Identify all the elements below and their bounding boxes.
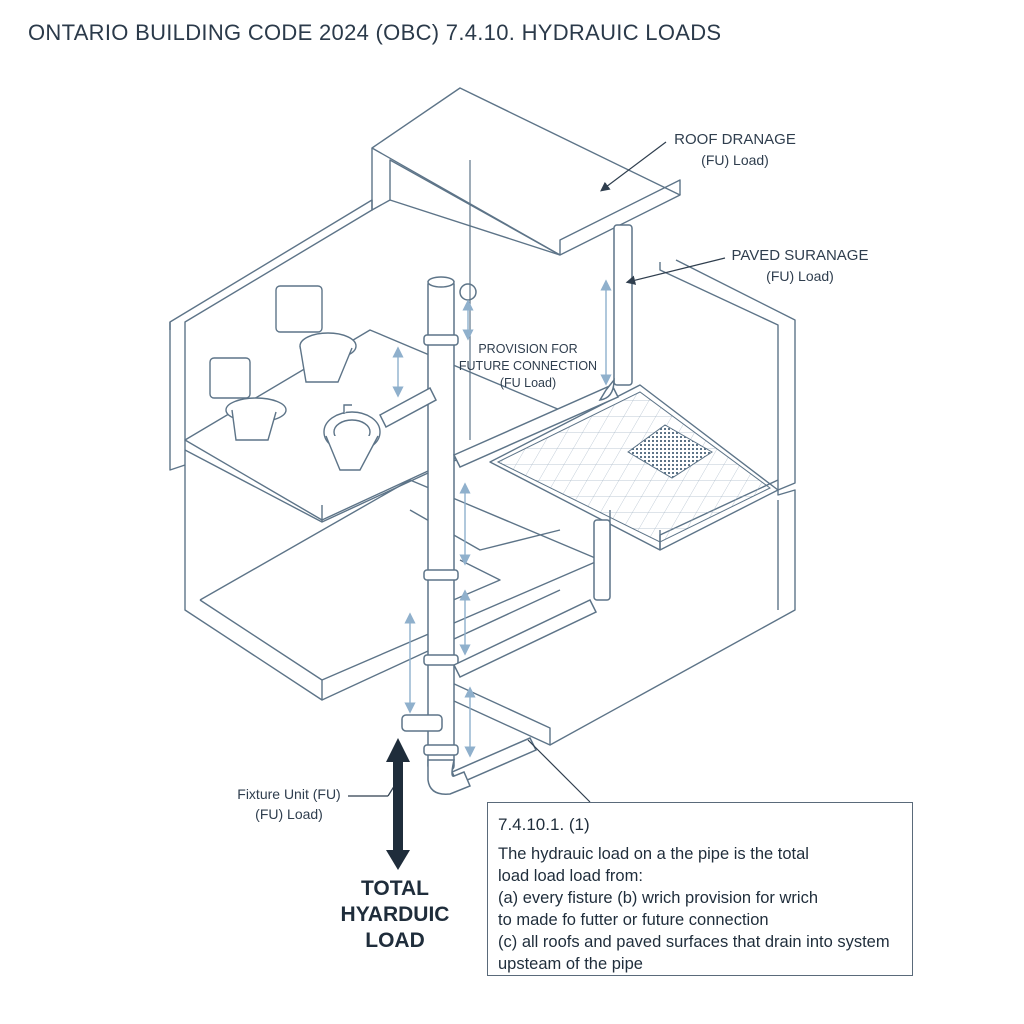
roof-downpipe: [613, 224, 633, 386]
total-line-2: HYARDUIC: [340, 903, 450, 926]
leader-codebox: [527, 739, 591, 803]
future-connection-cap: [459, 283, 477, 301]
bottom-slab: [429, 681, 551, 746]
provision-label: PROVISION FOR FUTURE CONNECTION (FU Load…: [458, 341, 598, 392]
branch-lower: [452, 599, 598, 678]
stack-fitting-4: [423, 744, 459, 756]
code-line: upsteam of the pipe: [498, 955, 643, 973]
fixture-unit-label: Fixture Unit (FU) (FU) Load): [224, 784, 354, 824]
code-line: (c) all roofs and paved surfaces that dr…: [498, 933, 890, 951]
code-line: load load load from:: [498, 867, 643, 885]
stack-fitting-3: [423, 654, 459, 666]
total-hydraulic-load-label: TOTAL HYARDUIC LOAD: [330, 876, 460, 954]
toilet-2-icon: [275, 285, 357, 383]
leader-paved: [625, 257, 726, 285]
code-section-heading: 7.4.10.1. (1): [498, 815, 590, 834]
roof-front: [559, 179, 681, 255]
roof-top: [371, 87, 681, 256]
roof-inner-line: [389, 199, 561, 256]
code-line: to made fo futter or future connection: [498, 911, 769, 929]
back-wall-outline: [169, 322, 186, 471]
total-line-3: LOAD: [365, 929, 425, 952]
code-excerpt-box: 7.4.10.1. (1) The hydrauic load on a the…: [487, 802, 913, 976]
paved-downpipe: [593, 519, 611, 601]
branch-fixture: [379, 386, 437, 429]
sink-icon: [323, 404, 381, 471]
provision-line-1: PROVISION FOR: [478, 342, 578, 356]
lower-floor: [199, 479, 601, 681]
main-stack: [427, 279, 455, 771]
total-load-arrow: [386, 738, 410, 870]
roof-drainage-title: ROOF DRANAGE: [674, 131, 796, 148]
branch-upper: [452, 384, 620, 468]
roof-drainage-sub: (FU) Load): [701, 152, 769, 168]
fixture-stub: [401, 714, 443, 732]
stack-fitting-1: [423, 334, 459, 346]
total-line-1: TOTAL: [360, 877, 430, 900]
paved-drainage-sub: (FU) Load): [766, 268, 834, 284]
toilet-1-icon: [209, 357, 287, 441]
lower-wall-left: [184, 450, 323, 701]
paved-drainage-label: PAVED SURANAGE (FU) Load): [720, 246, 880, 286]
provision-line-2: FUTURE CONNECTION: [458, 359, 598, 373]
leader-roof: [600, 141, 667, 192]
paved-drainage-title: PAVED SURANAGE: [731, 247, 869, 264]
main-stack-cap: [427, 276, 455, 288]
provision-line-3: (FU Load): [499, 376, 557, 390]
fixture-unit-line-1: Fixture Unit (FU): [237, 786, 341, 802]
right-wall-lower: [549, 489, 796, 746]
code-line: (a) every fisture (b) wrich provision fo…: [498, 889, 818, 907]
code-line: The hydrauic load on a the pipe is the t…: [498, 845, 809, 863]
paved-tile-surface: [496, 391, 771, 543]
paved-drain-grate: [627, 424, 713, 479]
base-elbow: [427, 759, 471, 795]
page-title: ONTARIO BUILDING CODE 2024 (OBC) 7.4.10.…: [28, 20, 722, 45]
roof-drainage-label: ROOF DRANAGE (FU) Load): [660, 130, 810, 170]
fixture-unit-line-2: (FU) Load): [255, 806, 323, 822]
stack-fitting-2: [423, 569, 459, 581]
